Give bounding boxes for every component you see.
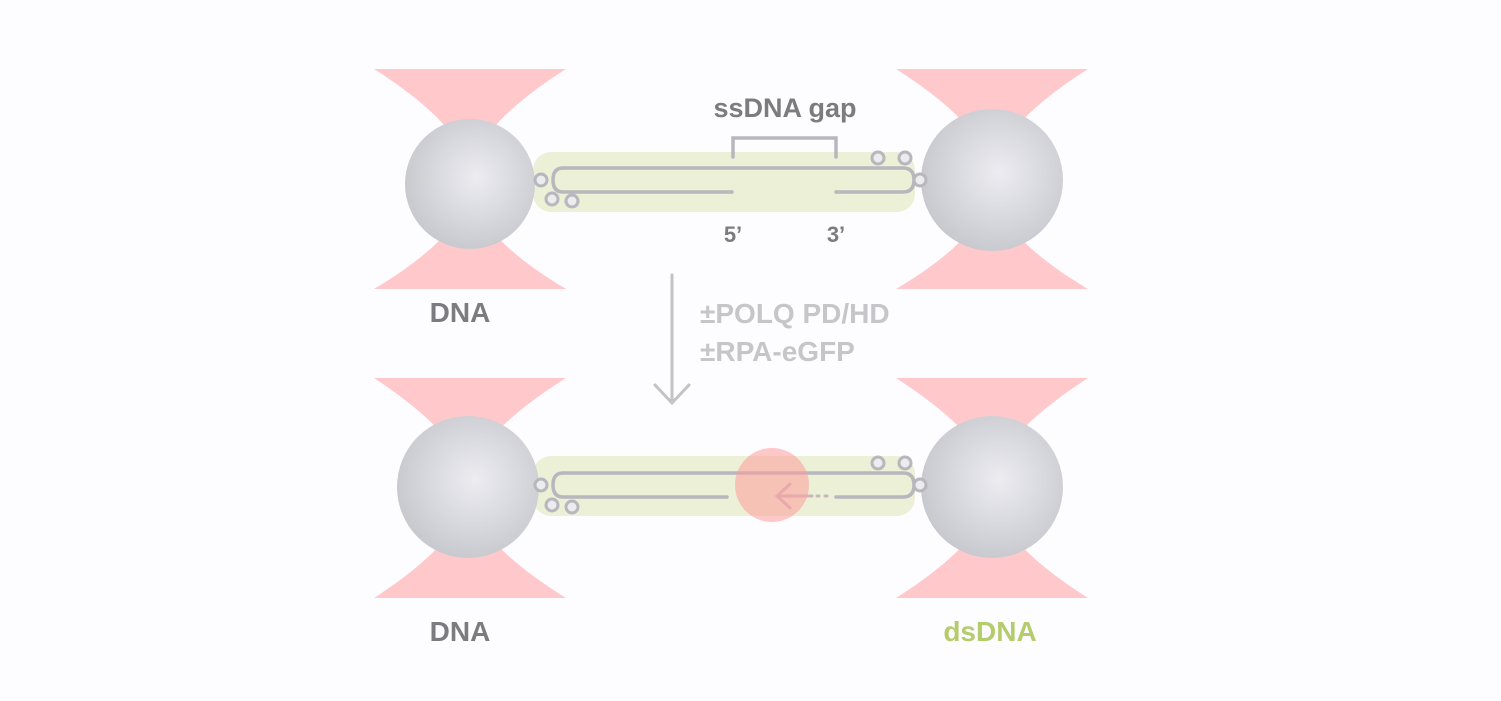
polymerase-circle	[735, 448, 809, 522]
left-bead	[397, 416, 539, 558]
left-bead	[405, 119, 535, 249]
top-panel: ssDNA gap 5’ 3’ DNA	[374, 69, 1088, 328]
transition-arrow	[653, 273, 691, 406]
condition-line-1: ±POLQ PD/HD	[700, 298, 890, 329]
bottom-panel: DNA dsDNA	[374, 378, 1088, 647]
lower-strand-left	[551, 166, 734, 194]
three-prime-label: 3’	[827, 222, 845, 247]
ssdna-gap-bracket	[731, 136, 838, 159]
top-dna-label: DNA	[430, 297, 491, 328]
bottom-dna-label: DNA	[430, 616, 491, 647]
dna-highlight-band	[533, 152, 915, 212]
ssdna-gap-label: ssDNA gap	[713, 93, 856, 123]
dna-highlight-band	[533, 456, 915, 516]
right-bead	[921, 109, 1063, 251]
right-bead	[921, 416, 1063, 558]
lower-strand-left	[551, 471, 729, 499]
five-prime-label: 5’	[724, 222, 742, 247]
linkers	[533, 150, 928, 209]
condition-line-2: ±RPA-eGFP	[700, 336, 855, 367]
linkers	[533, 455, 928, 515]
dsdna-label: dsDNA	[943, 616, 1036, 647]
